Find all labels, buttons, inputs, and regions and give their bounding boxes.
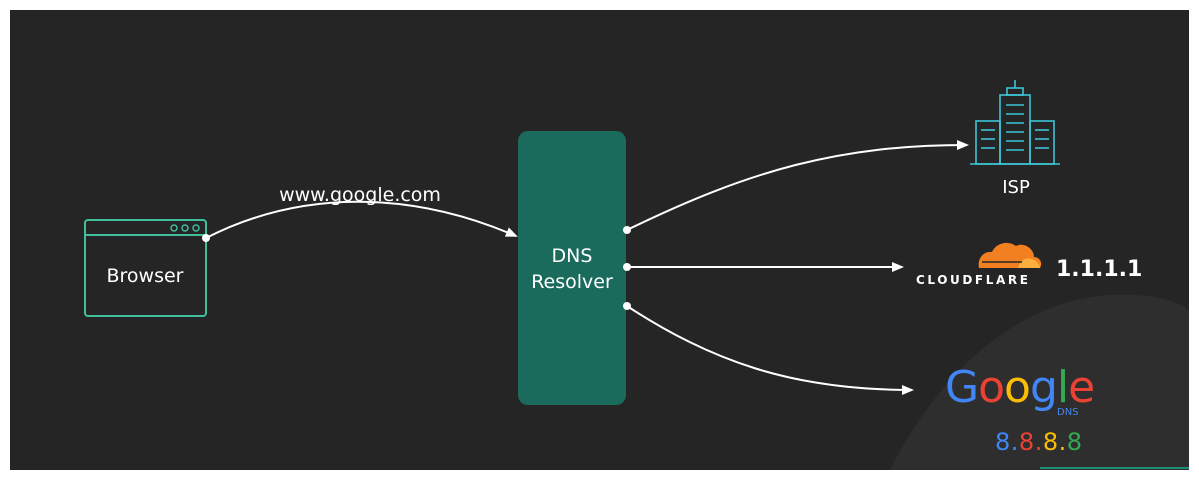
google-dns-tag: DNS [1057,407,1079,418]
google-arrow-origin [623,302,631,310]
google-wordmark: Google [945,362,1094,413]
google-ip-part: 8 [1019,428,1035,456]
isp-arrow [626,140,969,231]
google-letter: l [1057,362,1068,413]
isp-arrow-origin [623,226,631,234]
request-label: www.google.com [279,184,441,206]
dns-resolver-node: DNS Resolver [518,131,626,405]
request-arrow [205,200,518,239]
google-ip-part: 8 [1067,428,1083,456]
cloudflare-arrow-origin [623,263,631,271]
building-icon [970,80,1060,165]
google-logo: Google DNS 8.8.8.8 [945,362,1095,456]
window-dot-icon [181,224,189,232]
browser-label: Browser [107,265,184,287]
google-ip-part: . [1059,428,1067,456]
google-ip-part: 8 [995,428,1011,456]
resolver-label-line1: DNS [552,245,593,267]
google-letter: o [1004,362,1030,413]
google-letter: o [978,362,1004,413]
resolver-label-line2: Resolver [531,271,613,293]
diagram-canvas: Browser www.google.com DNS Resolver [10,10,1189,470]
cloudflare-wordmark: CLOUDFLARE [916,273,1031,287]
google-ip: 8.8.8.8 [995,428,1083,456]
cloudflare-ip: 1.1.1.1 [1056,257,1142,282]
google-ip-part: . [1035,428,1043,456]
cloudflare-cloud-icon [978,242,1042,268]
background-swoosh [890,294,1189,470]
request-arrow-origin [202,234,210,242]
google-letter: e [1068,362,1094,413]
google-ip-part: 8 [1043,428,1059,456]
google-ip-part: . [1011,428,1019,456]
page-bottom-margin [0,470,1199,481]
isp-label: ISP [1002,177,1030,198]
google-letter: G [945,362,978,413]
google-arrow [626,305,914,395]
dns-diagram: Browser www.google.com DNS Resolver [84,80,1189,470]
window-dot-icon [192,224,200,232]
window-dot-icon [170,224,178,232]
browser-node: Browser [84,219,207,317]
google-letter: g [1030,362,1057,413]
